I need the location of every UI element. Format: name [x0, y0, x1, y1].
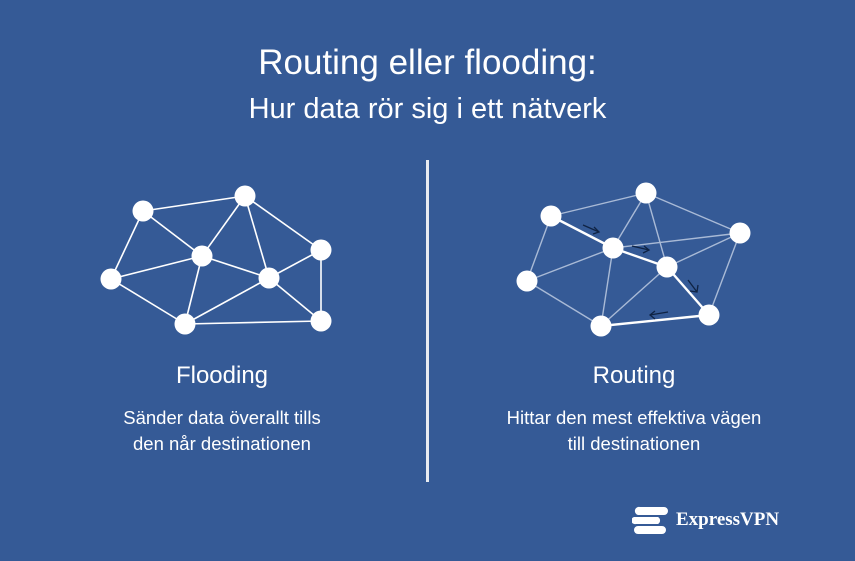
divider [426, 160, 429, 482]
routing-edge [600, 247, 614, 327]
flooding-edge [184, 255, 203, 325]
network-node [540, 205, 562, 227]
routing-edge [550, 192, 647, 217]
routing-edge [600, 266, 668, 327]
routing-description: Hittar den mest effektiva vägen till des… [464, 405, 804, 457]
routing-title: Routing [592, 362, 676, 389]
flooding-edge [142, 195, 246, 212]
route-segment [600, 313, 710, 328]
network-node [258, 267, 280, 289]
flooding-description-line: den når destinationen [133, 433, 311, 454]
brand-logo: ExpressVPN [632, 503, 779, 537]
routing-network-diagram [495, 170, 795, 350]
flooding-edge [110, 210, 144, 280]
flooding-network-diagram [80, 170, 380, 350]
route-segment [666, 266, 710, 316]
routing-edge [526, 280, 602, 327]
flooding-edge [110, 278, 186, 325]
network-node [656, 256, 678, 278]
routing-edges [526, 192, 741, 327]
flooding-description: Sänder data överallt tills den når desti… [52, 405, 392, 457]
routing-edge [612, 192, 647, 249]
brand-name: ExpressVPN [676, 509, 780, 530]
network-node [132, 200, 154, 222]
network-node [174, 313, 196, 335]
network-node [310, 239, 332, 261]
flooding-edge [268, 277, 322, 322]
route-arrow-icon [648, 310, 669, 320]
route-arrow-icon [631, 245, 651, 254]
flooding-edge [244, 195, 322, 251]
network-node [191, 245, 213, 267]
routing-description-line: Hittar den mest effektiva vägen [506, 407, 762, 428]
page-title: Routing eller flooding: [258, 43, 597, 82]
network-node [100, 268, 122, 290]
routing-edge [708, 232, 741, 316]
network-node [310, 310, 332, 332]
routing-nodes [516, 182, 751, 337]
routing-network-svg [516, 182, 751, 337]
flooding-edge [244, 195, 270, 279]
routing-edge [666, 232, 741, 268]
expressvpn-logo-icon [632, 506, 668, 534]
flooding-description-line: Sänder data överallt tills [123, 407, 321, 428]
network-node [234, 185, 256, 207]
flooding-edge [110, 255, 203, 280]
network-node [602, 237, 624, 259]
flooding-network-svg [100, 185, 332, 335]
route-arrow-icon [582, 224, 601, 235]
flooding-edge [184, 320, 322, 325]
route-arrow-icon [687, 279, 699, 293]
network-node [698, 304, 720, 326]
flooding-edge [184, 277, 270, 325]
routing-description-line: till destinationen [567, 433, 701, 454]
routing-edge [645, 192, 668, 268]
network-node [729, 222, 751, 244]
network-node [635, 182, 657, 204]
flooding-nodes [100, 185, 332, 335]
routing-edge [526, 247, 614, 282]
routing-edge [526, 215, 552, 282]
routing-edge [612, 232, 741, 249]
flooding-edge [142, 210, 203, 257]
flooding-title: Flooding [175, 362, 269, 389]
route-arrows [582, 224, 699, 320]
routing-edge [645, 192, 741, 234]
network-node [516, 270, 538, 292]
network-node [590, 315, 612, 337]
flooding-edge [201, 255, 270, 279]
flooding-edge [201, 195, 246, 257]
page-subtitle: Hur data rör sig i ett nätverk [248, 93, 607, 125]
route-segment [550, 214, 614, 250]
